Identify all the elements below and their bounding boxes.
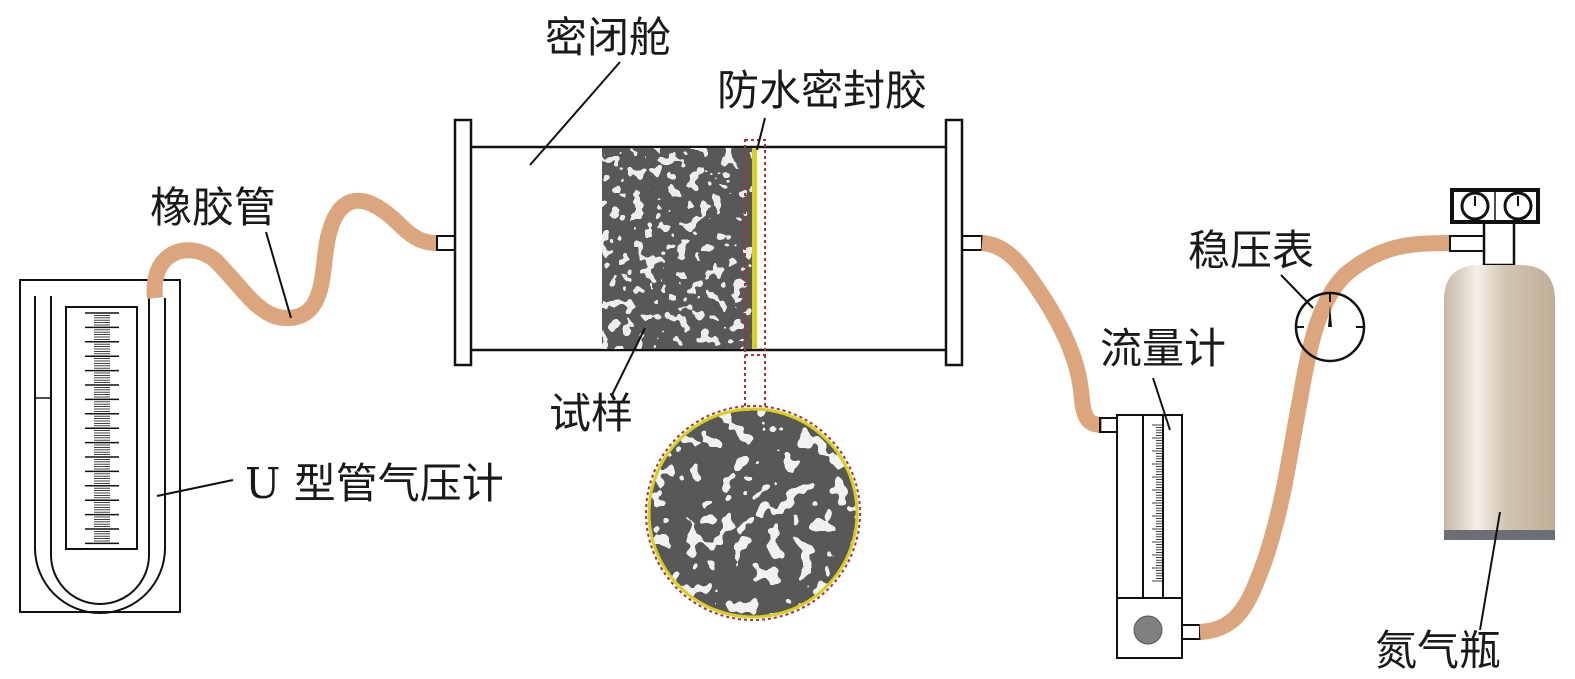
label-chamber: 密闭舱 xyxy=(545,13,671,62)
nitrogen-cylinder xyxy=(1444,188,1555,540)
leader-flowmeter xyxy=(1152,377,1171,431)
leader-hose xyxy=(265,231,292,319)
sealed-chamber xyxy=(453,118,964,420)
label-sample: 试样 xyxy=(549,389,633,438)
label-sealant: 防水密封胶 xyxy=(717,66,927,115)
magnified-sample-view xyxy=(645,405,861,621)
leader-sealant xyxy=(756,117,766,151)
label-rubber-hose: 橡胶管 xyxy=(150,183,276,232)
rubber-hose-left xyxy=(146,192,438,327)
chamber-inlet-connector xyxy=(436,235,456,251)
chamber-outlet-connector xyxy=(961,235,983,251)
leader-gauge xyxy=(1280,274,1314,309)
leader-cylinder xyxy=(1479,511,1501,631)
manometer-scale xyxy=(85,312,119,545)
sealant-layer xyxy=(752,148,757,349)
pressure-regulator-gauge xyxy=(1294,291,1366,363)
u-tube-manometer xyxy=(19,279,181,614)
sample-specimen xyxy=(602,148,752,349)
leader-manometer xyxy=(156,479,234,497)
leader-chamber xyxy=(529,61,621,166)
flowmeter xyxy=(1099,414,1201,659)
rubber-hose-right xyxy=(980,235,1103,433)
leader-sample xyxy=(611,327,646,396)
label-regulator-gauge: 稳压表 xyxy=(1188,226,1314,275)
flowmeter-knob[interactable] xyxy=(1133,615,1163,645)
label-nitrogen-cylinder: 氮气瓶 xyxy=(1375,626,1501,675)
label-flowmeter: 流量计 xyxy=(1100,324,1226,373)
label-u-manometer: U 型管气压计 xyxy=(245,459,504,508)
rubber-hose-supply xyxy=(1199,235,1451,640)
sealant-highlight-box xyxy=(744,139,766,356)
